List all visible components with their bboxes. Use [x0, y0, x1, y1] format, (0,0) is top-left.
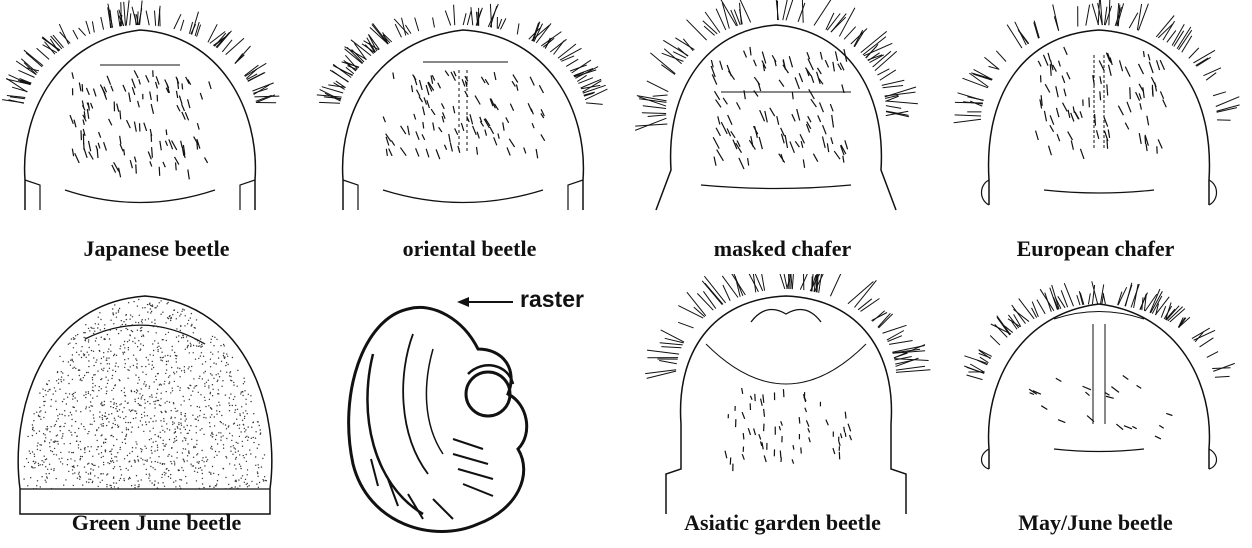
- panel-may-june-beetle: May/June beetle: [939, 274, 1252, 548]
- raster-drawing-green-june: [0, 274, 313, 548]
- panel-japanese-beetle: Japanese beetle: [0, 0, 313, 274]
- raster-drawing-european: [939, 0, 1252, 274]
- caption-may-june-beetle: May/June beetle: [939, 510, 1252, 536]
- raster-drawing-masked: [626, 0, 939, 274]
- grub-drawing: [313, 274, 626, 548]
- raster-pointer-label: raster: [520, 286, 584, 313]
- raster-drawing-japanese: [0, 0, 313, 274]
- caption-european-chafer: European chafer: [939, 236, 1252, 262]
- raster-drawing-asiatic: [626, 274, 939, 548]
- panel-oriental-beetle: oriental beetle: [313, 0, 626, 274]
- panel-asiatic-garden-beetle: Asiatic garden beetle: [626, 274, 939, 548]
- panel-european-chafer: European chafer: [939, 0, 1252, 274]
- caption-asiatic-garden-beetle: Asiatic garden beetle: [626, 510, 939, 536]
- raster-drawing-may-june: [939, 274, 1252, 548]
- panel-green-june-beetle: Green June beetle: [0, 274, 313, 548]
- panel-masked-chafer: masked chafer: [626, 0, 939, 274]
- caption-green-june-beetle: Green June beetle: [0, 510, 313, 536]
- raster-drawing-oriental: [313, 0, 626, 274]
- caption-japanese-beetle: Japanese beetle: [0, 236, 313, 262]
- caption-oriental-beetle: oriental beetle: [313, 236, 626, 262]
- panel-grub: raster: [313, 274, 626, 548]
- caption-masked-chafer: masked chafer: [626, 236, 939, 262]
